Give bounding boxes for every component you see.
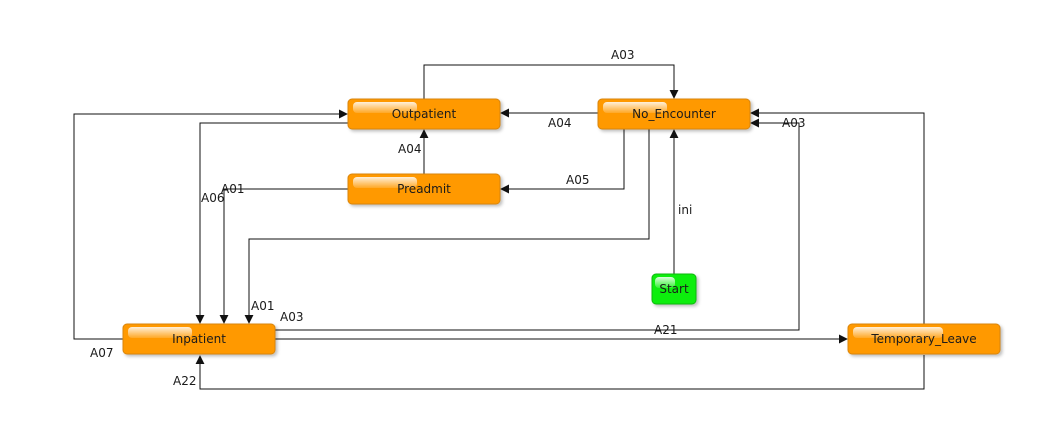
state-temporary-leave-label: Temporary_Leave <box>870 332 976 346</box>
state-inpatient-label: Inpatient <box>172 332 226 346</box>
edge-outpatient-to-inpatient <box>195 122 348 324</box>
state-preadmit-label: Preadmit <box>397 182 451 196</box>
state-temporary-leave[interactable]: Temporary_Leave <box>847 323 1001 355</box>
state-inpatient[interactable]: Inpatient <box>122 323 276 355</box>
edge-label-start-to-no-encounter: ini <box>678 203 692 217</box>
state-outpatient-label: Outpatient <box>392 107 457 121</box>
edge-preadmit-to-inpatient <box>219 188 348 324</box>
state-outpatient-gloss <box>353 102 417 113</box>
state-start[interactable]: Start <box>651 273 697 305</box>
edge-temporary-leave-to-inpatient <box>195 355 925 390</box>
edge-label-outpatient-to-no-encounter: A03 <box>611 48 634 62</box>
state-inpatient-gloss <box>128 327 192 338</box>
edge-inpatient-to-no-encounter <box>274 118 800 331</box>
state-no-encounter-gloss <box>603 102 667 113</box>
state-outpatient[interactable]: Outpatient <box>347 98 501 130</box>
state-start-gloss <box>655 277 675 288</box>
edge-no-encounter-to-preadmit <box>500 128 625 194</box>
edge-label-no-encounter-to-preadmit: A05 <box>566 173 589 187</box>
edge-label-outpatient-to-inpatient: A06 <box>201 191 224 205</box>
state-start-label: Start <box>659 282 689 296</box>
state-no-encounter-label: No_Encounter <box>632 107 716 121</box>
edge-temporary-leave-to-no-encounter <box>750 108 925 324</box>
edge-no-encounter-to-inpatient <box>244 128 650 324</box>
edges: A03 A04 A03 A04 A05 A01 A06 ini A01 A03 … <box>73 48 925 390</box>
edge-label-no-encounter-to-outpatient: A04 <box>548 116 571 130</box>
edge-label-inpatient-to-temporary-leave: A21 <box>654 323 677 337</box>
state-preadmit[interactable]: Preadmit <box>347 173 501 205</box>
state-preadmit-gloss <box>353 177 417 188</box>
edge-outpatient-to-no-encounter <box>423 64 679 99</box>
edge-label-preadmit-to-outpatient: A04 <box>398 142 421 156</box>
state-temporary-leave-gloss <box>853 327 943 338</box>
edge-label-no-encounter-to-inpatient: A01 <box>251 299 274 313</box>
edge-inpatient-to-outpatient <box>73 109 348 340</box>
nodes: Outpatient No_Encounter Preadmit Start I… <box>122 98 1001 355</box>
edge-label-temporary-leave-to-inpatient: A22 <box>173 374 196 388</box>
edge-label-inpatient-to-no-encounter: A03 <box>280 310 303 324</box>
state-no-encounter[interactable]: No_Encounter <box>597 98 751 130</box>
edge-label-inpatient-to-outpatient: A07 <box>90 346 113 360</box>
edge-label-preadmit-to-inpatient: A01 <box>221 182 244 196</box>
